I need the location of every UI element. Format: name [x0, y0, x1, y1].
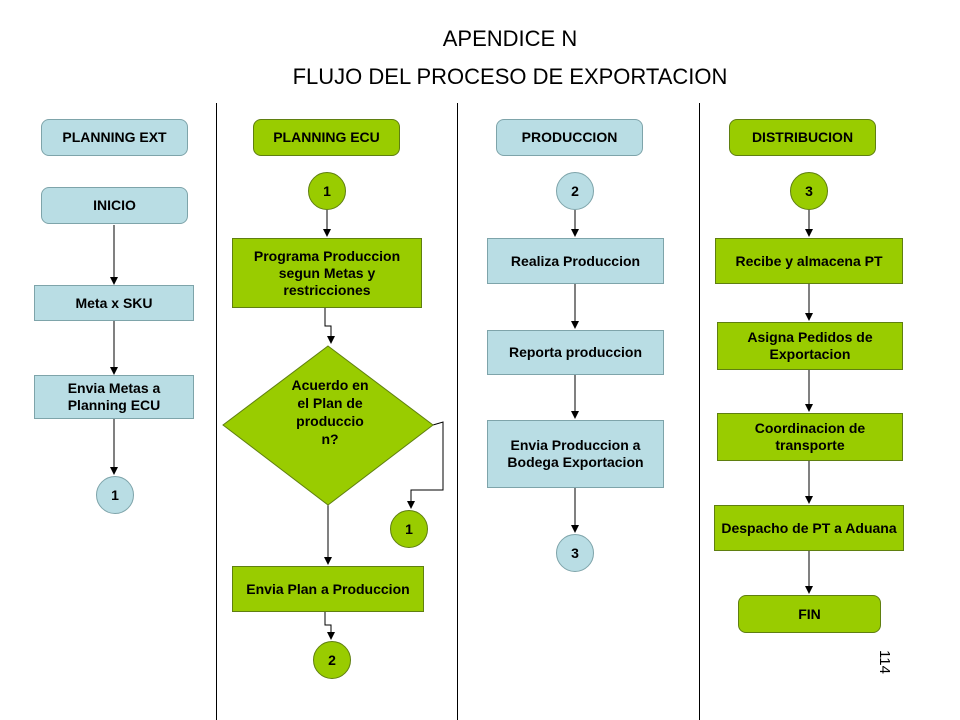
- process-despacho-aduana: Despacho de PT a Aduana: [714, 505, 904, 551]
- end-node: FIN: [738, 595, 881, 633]
- process-recibe-almacena: Recibe y almacena PT: [715, 238, 903, 284]
- offpage-connector-1: 1: [96, 476, 134, 514]
- offpage-connector-2: 2: [556, 172, 594, 210]
- lane-header-planning-ext: PLANNING EXT: [41, 119, 188, 156]
- page-subtitle: FLUJO DEL PROCESO DE EXPORTACION: [292, 64, 728, 89]
- lane-header-produccion: PRODUCCION: [496, 119, 643, 156]
- lane-divider: [457, 103, 458, 720]
- process-coordinacion-transporte: Coordinacion de transporte: [717, 413, 903, 461]
- process-envia-produccion: Envia Produccion a Bodega Exportacion: [487, 420, 664, 488]
- process-programa-produccion: Programa Produccion segun Metas y restri…: [232, 238, 422, 308]
- offpage-connector-1: 1: [308, 172, 346, 210]
- offpage-connector-2: 2: [313, 641, 351, 679]
- process-asigna-pedidos: Asigna Pedidos de Exportacion: [717, 322, 903, 370]
- offpage-connector-3: 3: [556, 534, 594, 572]
- lane-header-planning-ecu: PLANNING ECU: [253, 119, 400, 156]
- decision-label: Acuerdo en el Plan de produccio n?: [291, 377, 369, 447]
- lane-header-distribucion: DISTRIBUCION: [729, 119, 876, 156]
- process-realiza-produccion: Realiza Produccion: [487, 238, 664, 284]
- lane-divider: [699, 103, 700, 720]
- process-envia-plan: Envia Plan a Produccion: [232, 566, 424, 612]
- offpage-connector-3: 3: [790, 172, 828, 210]
- page-number: 114: [876, 650, 893, 674]
- process-envia-metas: Envia Metas a Planning ECU: [34, 375, 194, 419]
- page-title: APENDICE N: [442, 26, 578, 51]
- lane-divider: [216, 103, 217, 720]
- start-node: INICIO: [41, 187, 188, 224]
- process-reporta-produccion: Reporta produccion: [487, 330, 664, 375]
- loop-connector-1: 1: [390, 510, 428, 548]
- process-meta-sku: Meta x SKU: [34, 285, 194, 321]
